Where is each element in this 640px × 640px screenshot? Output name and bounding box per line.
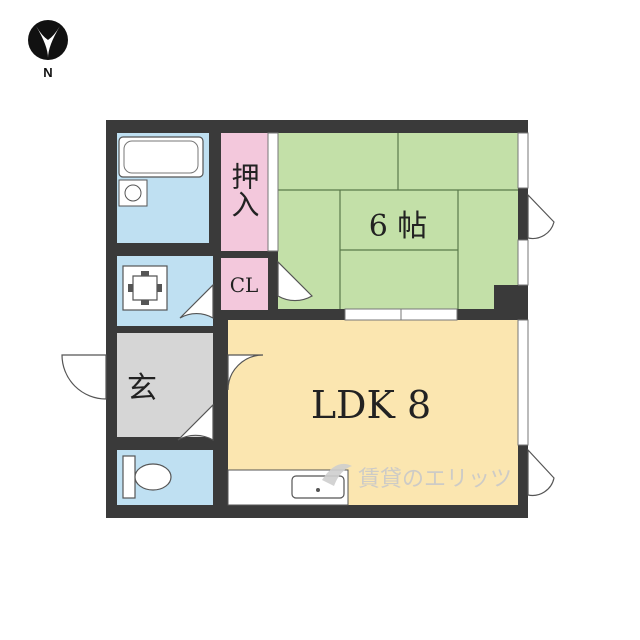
room-entrance [117,333,213,437]
basin-icon [118,179,148,207]
exterior-doors-right [527,193,555,497]
room-label-washitsu: 6 帖 [369,209,428,244]
compass: N [28,20,68,80]
room-closet [221,258,268,310]
tatami-lines [278,133,518,309]
compass-label: N [43,65,52,80]
watermark-text: 賃貸のエリッツ [358,467,512,492]
door-swings [177,260,313,442]
toilet-icon [122,455,172,499]
watermark: 賃貸のエリッツ [322,463,512,492]
sink-icon [291,475,345,499]
compass-needle-icon [36,26,60,58]
windows [267,132,529,446]
room-label-entrance: 玄 [127,371,157,406]
pillar [494,285,518,309]
washing-machine-icon [122,265,168,311]
room-oshiire [221,133,268,251]
room-label-ldk: LDK 8 [311,383,431,427]
bathtub-icon [118,136,204,178]
watermark-logo-icon [322,463,352,486]
entrance-door [61,354,107,400]
room-label-oshiire: 押入 [228,162,261,218]
room-label-closet: CL [230,273,259,297]
